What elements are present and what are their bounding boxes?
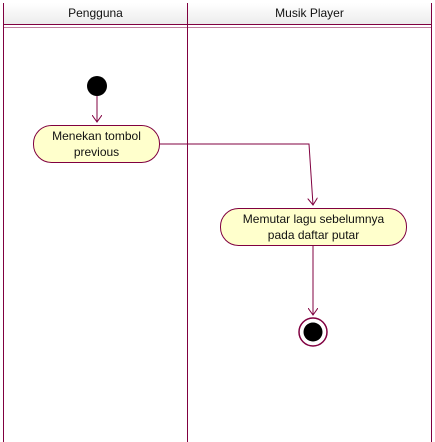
flow-action1-to-action2 bbox=[159, 143, 314, 205]
action2-line1: Memutar lagu sebelumnya bbox=[242, 212, 385, 226]
action-label-menekan-tombol-previous: Menekan tombol previous bbox=[33, 128, 160, 160]
action2-line2: pada daftar putar bbox=[267, 228, 360, 242]
initial-node bbox=[87, 76, 107, 96]
action1-line2: previous bbox=[73, 145, 120, 159]
swimlane-header-pengguna: Pengguna bbox=[4, 3, 187, 24]
action1-line1: Menekan tombol bbox=[52, 129, 141, 143]
action-memutar-lagu-sebelumnya bbox=[220, 208, 407, 246]
action-label-memutar-lagu-sebelumnya: Memutar lagu sebelumnya pada daftar puta… bbox=[220, 211, 407, 243]
final-node bbox=[303, 322, 323, 342]
swimlane-header-musik-player: Musik Player bbox=[188, 3, 431, 24]
